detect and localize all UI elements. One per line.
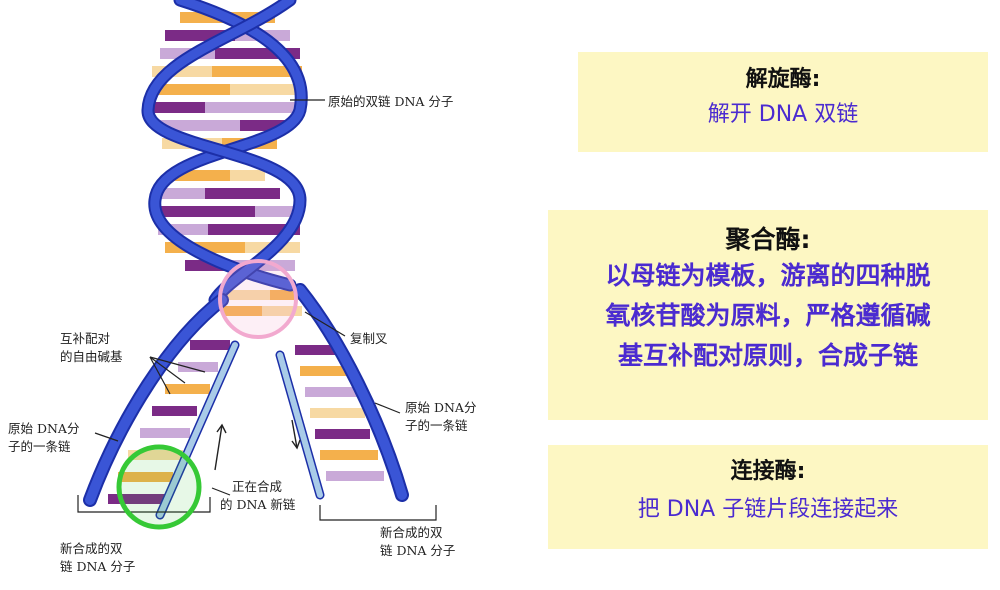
leader-lines <box>94 99 401 496</box>
helicase-title: 解旋酶: <box>745 67 821 92</box>
polymerase-title: 聚合酶: <box>725 225 811 254</box>
dna-replication-diagram <box>77 0 437 530</box>
label-synthesizing-line2: 的 DNA 新链 <box>220 497 296 512</box>
polymerase-box: 聚合酶: 以母链为模板，游离的四种脱 氧核苷酸为原料，严格遵循碱 基互补配对原则… <box>548 210 988 420</box>
right-arm-bases <box>295 345 384 481</box>
ligase-title: 连接酶: <box>730 459 806 484</box>
ligase-highlight-circle <box>116 444 202 530</box>
label-free-bases-line1: 互补配对 <box>60 331 111 346</box>
helicase-highlight-circle <box>218 259 298 339</box>
label-original-dna: 原始的双链 DNA 分子 <box>328 94 454 109</box>
label-right-strand-line2: 子的一条链 <box>405 418 468 433</box>
label-left-strand-line2: 子的一条链 <box>8 439 71 454</box>
label-right-strand-line1: 原始 DNA分 <box>405 400 477 415</box>
label-new-molecule-left-line1: 新合成的双 <box>60 541 123 556</box>
label-replication-fork: 复制叉 <box>350 331 388 346</box>
polymerase-description-line2: 氧核苷酸为原料，严格遵循碱 <box>605 301 931 330</box>
ligase-description: 把 DNA 子链片段连接起来 <box>637 497 899 522</box>
label-left-strand-line1: 原始 DNA分 <box>8 421 80 436</box>
left-arm-bases <box>108 340 230 504</box>
helicase-description: 解开 DNA 双链 <box>707 102 859 127</box>
molecule-brackets <box>77 495 437 521</box>
polymerase-description-line1: 以母链为模板，游离的四种脱 <box>605 261 931 290</box>
parent-strand-backbones <box>83 283 409 507</box>
helix-backbone <box>141 0 308 307</box>
label-new-molecule-right-line1: 新合成的双 <box>380 525 443 540</box>
label-new-molecule-right-line2: 链 DNA 分子 <box>380 543 456 558</box>
polymerase-description-line3: 基互补配对原则，合成子链 <box>617 341 918 370</box>
label-free-bases-line2: 的自由碱基 <box>60 349 123 364</box>
label-new-molecule-left-line2: 链 DNA 分子 <box>60 559 136 574</box>
ligase-box: 连接酶: 把 DNA 子链片段连接起来 <box>548 445 988 549</box>
helicase-box: 解旋酶: 解开 DNA 双链 <box>578 52 988 152</box>
label-synthesizing-line1: 正在合成 <box>232 479 283 494</box>
new-strand-backbones <box>155 340 325 520</box>
direction-arrows <box>214 419 301 471</box>
